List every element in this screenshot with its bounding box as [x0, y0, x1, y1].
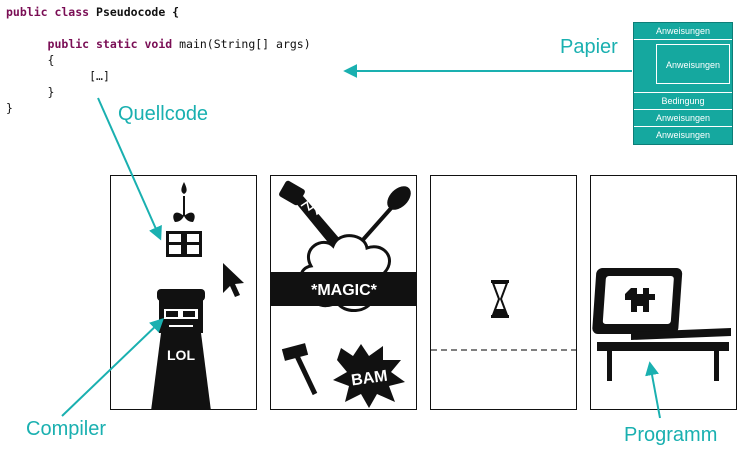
- panel-compiler: LOL: [110, 175, 257, 410]
- keyword: public class: [6, 5, 90, 19]
- magic-illustration: *MAGIC* BAM: [271, 180, 416, 408]
- bam-burst-icon: [333, 344, 405, 408]
- nsd-condition: Bedingung: [634, 93, 732, 110]
- panel-programm: [590, 175, 737, 410]
- nassi-shneiderman-diagram: Anweisungen Anweisungen Bedingung Anweis…: [633, 22, 733, 145]
- nsd-row: Anweisungen: [634, 23, 732, 40]
- panel-waiting: [430, 175, 577, 410]
- arrow-programm: [645, 361, 661, 419]
- method-signature: main(String[] args): [172, 37, 311, 51]
- table-icon: [597, 342, 729, 381]
- class-name: Pseudocode {: [89, 5, 180, 19]
- code-body: […]: [89, 69, 110, 83]
- waiting-illustration: [431, 280, 576, 351]
- bam-text: BAM: [350, 368, 388, 390]
- hammer-icon: [281, 343, 318, 396]
- sprout-icon: [173, 212, 195, 222]
- pseudocode-block: public class Pseudocode { public static …: [6, 4, 311, 116]
- close-brace: }: [47, 85, 55, 99]
- compiler-illustration: LOL: [151, 182, 244, 409]
- nsd-loop: Anweisungen: [634, 40, 732, 93]
- arrow-compiler: [61, 318, 165, 417]
- arrow-quellcode: [97, 97, 162, 241]
- label-programm: Programm: [624, 424, 718, 446]
- keyword: public static void: [47, 37, 173, 51]
- label-quellcode: Quellcode: [118, 103, 209, 125]
- saw-icon: [279, 180, 339, 246]
- compiler-figure-icon: [151, 289, 211, 409]
- nsd-row: Anweisungen: [634, 110, 732, 127]
- laptop-icon: [592, 268, 731, 340]
- magic-text: *MAGIC*: [311, 282, 378, 299]
- program-illustration: [592, 268, 731, 381]
- drop-icon: [181, 182, 187, 194]
- hourglass-icon: [491, 280, 509, 318]
- panel-magic: *MAGIC* BAM: [270, 175, 417, 410]
- label-compiler: Compiler: [26, 418, 107, 440]
- nsd-row: Anweisungen: [655, 130, 711, 140]
- cursor-icon: [223, 263, 244, 297]
- gift-box-icon: [166, 231, 202, 257]
- open-brace: {: [47, 53, 55, 67]
- close-brace: }: [6, 101, 13, 115]
- lol-text: LOL: [167, 347, 195, 363]
- label-papier: Papier: [560, 36, 618, 58]
- nsd-inner: Anweisungen: [656, 44, 730, 84]
